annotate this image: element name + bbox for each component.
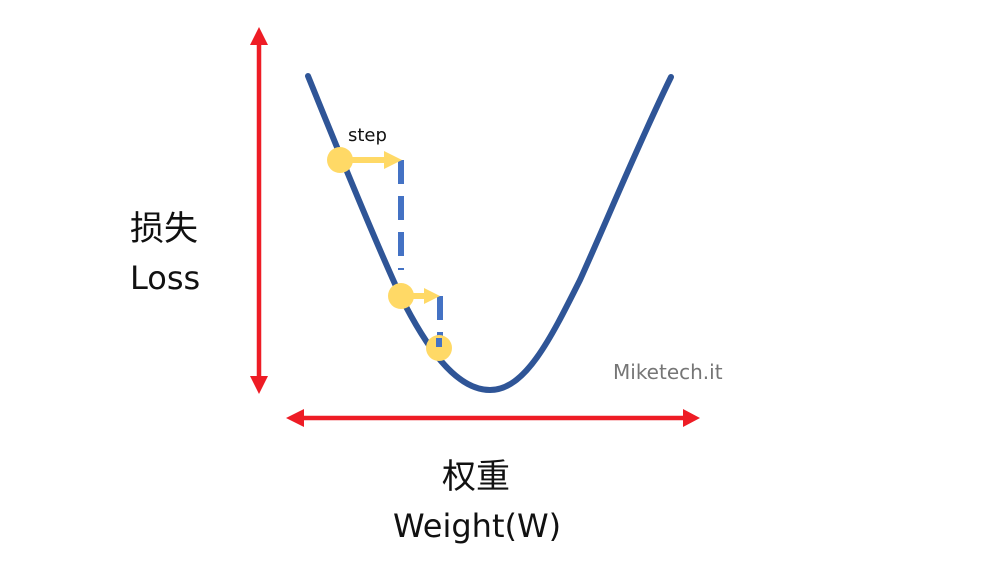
position-ball-1	[327, 147, 353, 173]
loss-curve	[305, 73, 674, 394]
loss-label-cn: 损失	[130, 209, 198, 249]
position-ball-2	[388, 283, 414, 309]
dash-tip	[436, 338, 442, 347]
weight-axis-arrow	[286, 409, 700, 427]
loss-label-en: Loss	[130, 259, 201, 297]
loss-axis-arrow	[250, 27, 268, 394]
step-arrow-2	[410, 288, 440, 304]
step-arrow-1	[350, 151, 402, 169]
weight-label-cn: 权重	[442, 457, 510, 497]
watermark: Miketech.it	[613, 360, 723, 384]
step-label: step	[348, 125, 387, 146]
position-ball-3	[426, 335, 452, 361]
weight-label-en: Weight(W)	[393, 507, 562, 545]
